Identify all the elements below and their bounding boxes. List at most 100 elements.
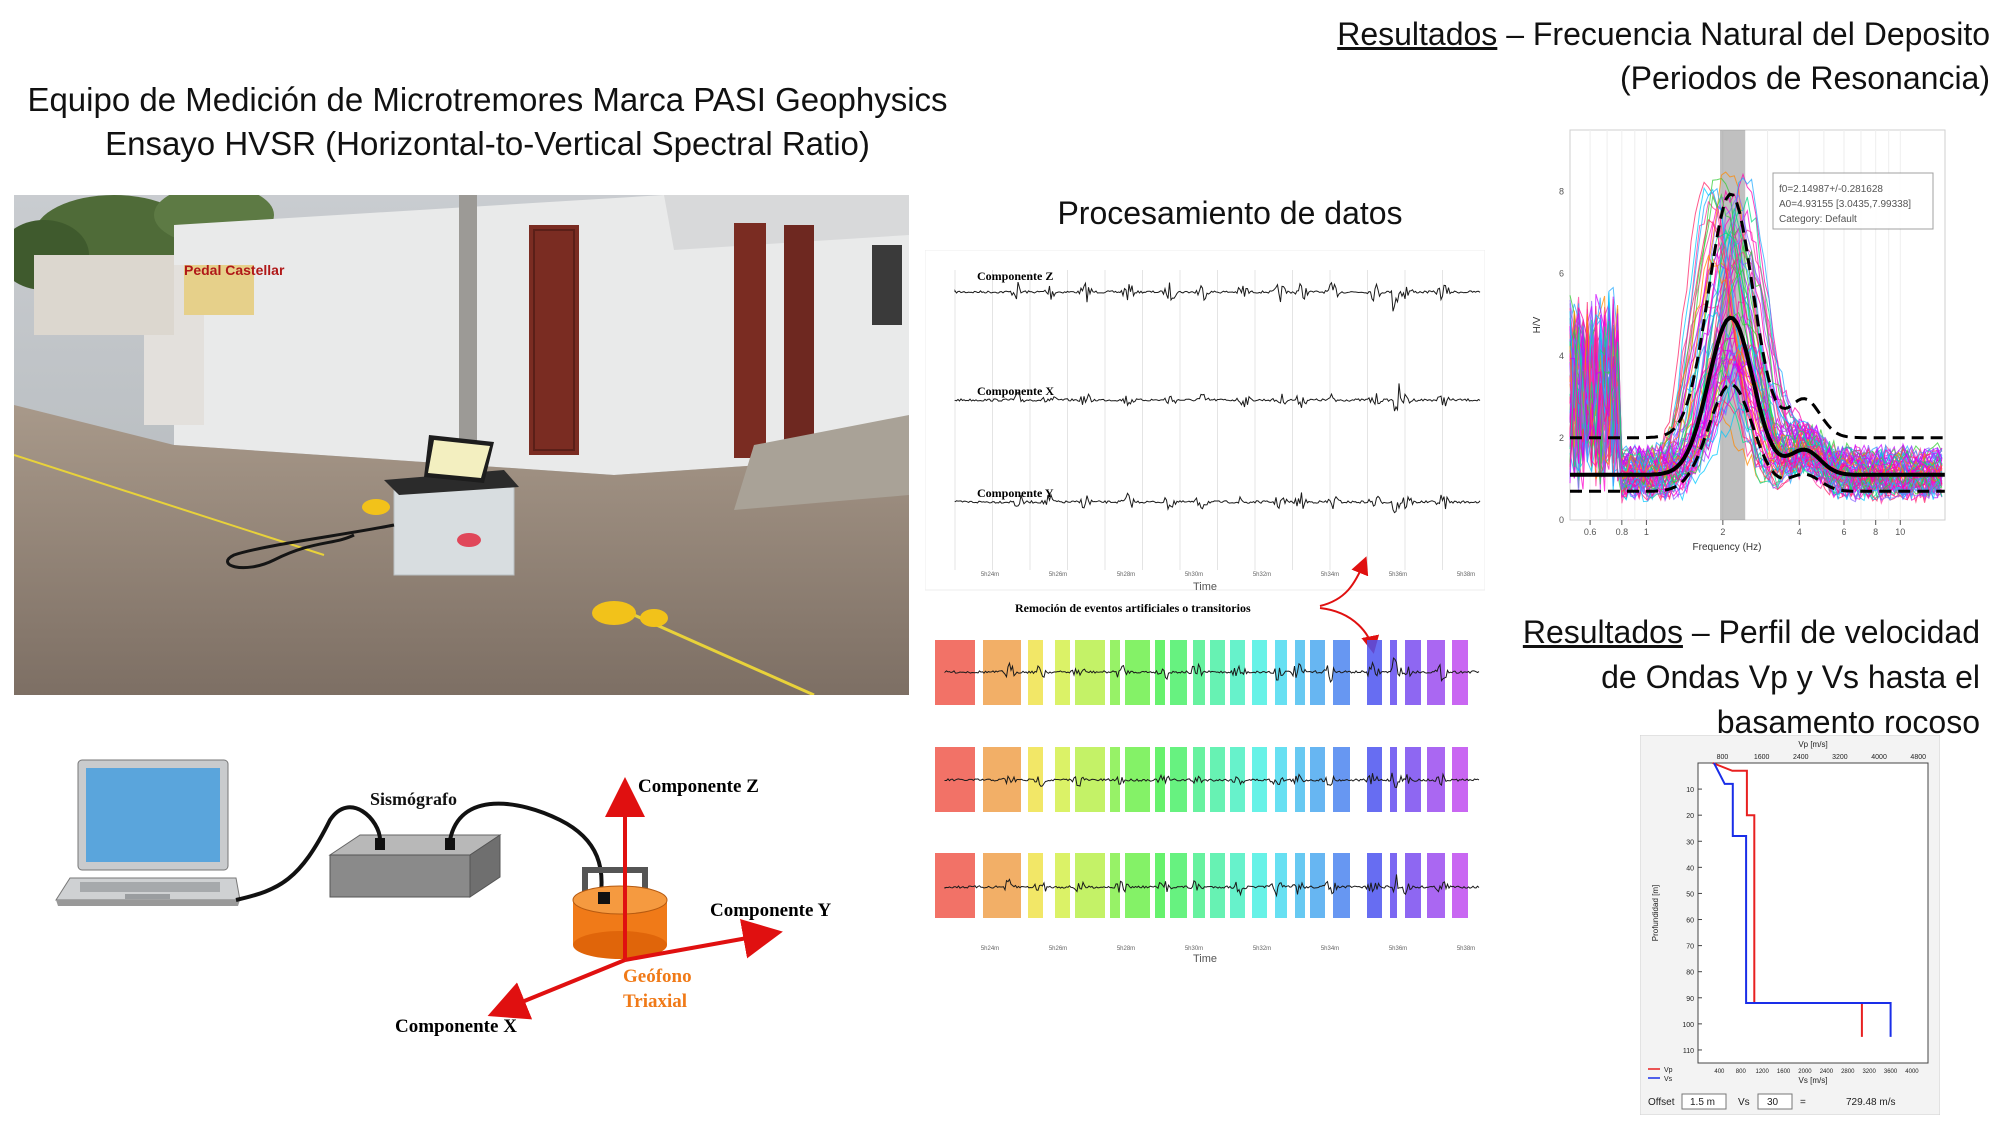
depth-tick-label: 60 [1686,918,1694,925]
depth-tick-label: 90 [1686,996,1694,1003]
axis-y-arrow [624,918,783,962]
laptop-icon [55,759,241,906]
hvsr-window-curves [1569,171,1943,505]
f0-info-line1: f0=2.14987+/-0.281628 [1779,184,1883,195]
time-window [1405,640,1421,705]
vs-tick-label: 400 [1714,1069,1725,1075]
depth-tick-label: 80 [1686,970,1694,977]
time-tick-label: 5h24m [981,946,999,952]
time-window [1405,747,1421,812]
y-tick-label: 0 [1559,515,1564,525]
time-window [1310,853,1325,918]
time-window [1427,853,1445,918]
vp-tick-label: 800 [1717,754,1729,761]
equipment-title: Equipo de Medición de Microtremores Marc… [0,78,975,166]
time-window [1333,747,1350,812]
y-axis-label: H/V [1532,316,1543,333]
y-tick-label: 4 [1559,351,1564,361]
results-profile-rest: – Perfil de velocidad [1682,614,1980,650]
depth-tick-label: 100 [1682,1022,1694,1029]
vp-tick-label: 3200 [1832,754,1848,761]
window-hv-curve [1569,244,1943,494]
vs-tick-label: 800 [1736,1069,1747,1075]
results-profile-line3: basamento rocoso [1716,704,1980,740]
time-window [1028,747,1043,812]
offset-field[interactable] [1681,1093,1727,1110]
time-window [1230,640,1245,705]
time-window [1170,747,1187,812]
f0-info-box: f0=2.14987+/-0.281628 A0=4.93155 [3.0435… [1772,172,1934,230]
vs-profile-line [1713,762,1892,1037]
equipment-title-line2: Ensayo HVSR (Horizontal-to-Vertical Spec… [105,125,870,162]
waveform-trace-x [954,383,1481,412]
results-profile-title: Resultados – Perfil de velocidad de Onda… [1523,610,1980,745]
vs-tick-label: 3600 [1884,1069,1898,1075]
vp-tick-label: 2400 [1793,754,1809,761]
waveform-trace-z-windowed [944,657,1480,683]
vs-tick-label: 1200 [1756,1069,1770,1075]
time-tick-label: 5h38m [1457,946,1475,952]
component-z-label: Componente Z [638,776,759,797]
annotation-arrow-up [1319,556,1369,607]
vp-tick-label: 1600 [1754,754,1770,761]
legend-vp: Vp [1664,1067,1673,1074]
time-window [1155,747,1165,812]
time-window [1075,853,1105,918]
time-window [1155,853,1165,918]
x-tick-label: 1 [1644,527,1649,537]
door [734,223,766,458]
window-hv-curve [1569,282,1943,500]
time-window [1252,747,1267,812]
time-window [1390,853,1397,918]
offset-label: Offset [1648,1097,1675,1108]
time-tick-label: 5h26m [1049,946,1067,952]
trace-label-y: Componente Y [977,486,1054,500]
seismograph-box [328,834,502,898]
time-tick-label: 5h28m [1117,572,1135,578]
x-tick-label: 10 [1895,527,1905,537]
time-window [1170,853,1187,918]
x-tick-label: 0.8 [1616,527,1629,537]
time-window [1390,640,1397,705]
time-window [1110,747,1120,812]
equipment-title-line1: Equipo de Medición de Microtremores Marc… [27,81,948,118]
removal-annotation: Remoción de eventos artificiales o trans… [1015,601,1251,615]
vs-depth-field[interactable] [1757,1093,1793,1110]
depth-tick-label: 40 [1686,865,1694,872]
depth-tick-label: 10 [1686,787,1694,794]
time-window [1193,747,1205,812]
time-tick-label: 5h24m [981,572,999,578]
processing-panel: Componente Z Componente X Componente Y 5… [925,250,1485,965]
time-tick-label: 5h30m [1185,572,1203,578]
time-tick-label: 5h34m [1321,572,1339,578]
vs30-value: 729.48 m/s [1846,1097,1895,1108]
vs-tick-label: 1600 [1777,1069,1791,1075]
upper-std-curve [1570,192,1945,440]
time-window [1110,640,1120,705]
time-window [1295,747,1305,812]
vs-tick-label: 2000 [1798,1069,1812,1075]
results-profile-line2: de Ondas Vp y Vs hasta el [1601,659,1980,695]
y-tick-label: 6 [1559,269,1564,279]
time-axis-label: Time [1193,953,1217,965]
processing-title: Procesamiento de datos [1057,195,1403,231]
time-window [1367,640,1382,705]
x-tick-label: 2 [1720,527,1725,537]
time-window [983,640,1021,705]
time-window [935,853,975,918]
depth-tick-label: 20 [1686,813,1694,820]
time-window [1210,853,1225,918]
door [784,225,814,455]
x-tick-label: 6 [1841,527,1846,537]
triaxial-geophone-icon [572,867,668,959]
x-axis-label: Frequency (Hz) [1693,542,1762,553]
wall-sign: Pedal Castellar [184,262,285,278]
selected-time-windows [935,640,1468,918]
time-window [1295,853,1305,918]
time-window [1155,640,1165,705]
time-tick-label: 5h36m [1389,946,1407,952]
